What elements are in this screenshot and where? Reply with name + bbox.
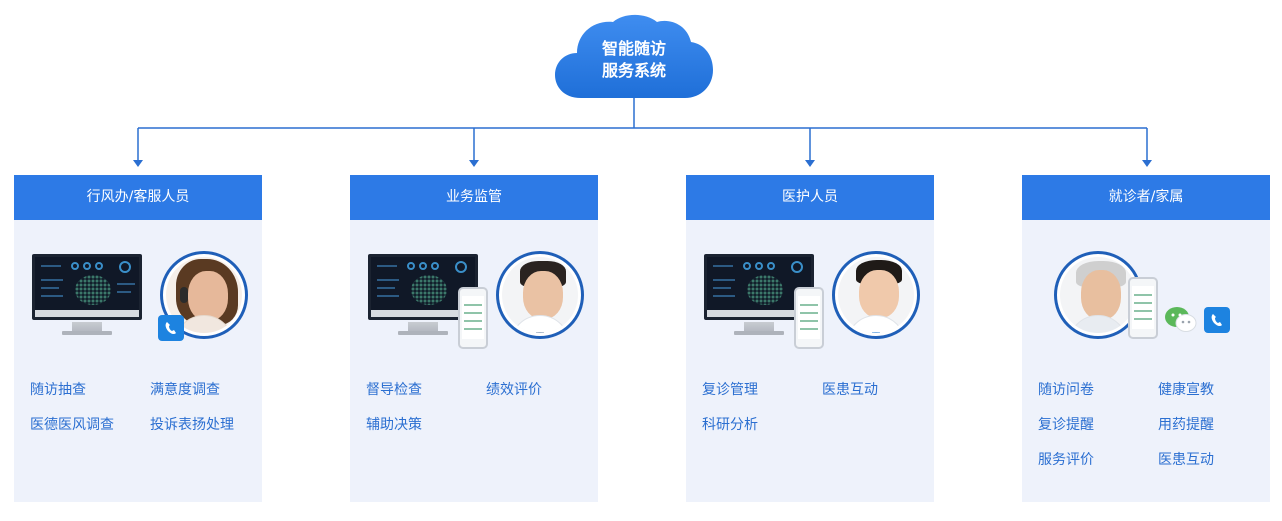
feature-list: 复诊管理 医患互动 科研分析: [702, 380, 934, 435]
feature-link[interactable]: 医德医风调查: [30, 417, 114, 433]
card-title: 行风办/客服人员: [14, 175, 262, 220]
root-cloud-node: 智能随访 服务系统: [553, 12, 715, 102]
feature-link[interactable]: 随访问卷: [1038, 382, 1094, 398]
patient-avatar: [1054, 251, 1142, 339]
wechat-icon: [1164, 305, 1198, 335]
mobile-phone-icon: [1128, 277, 1158, 339]
card-service-staff: 行风办/客服人员: [14, 175, 262, 502]
feature-link[interactable]: 督导检查: [366, 382, 422, 398]
card-illustration: [1022, 247, 1270, 357]
feature-link[interactable]: 随访抽查: [30, 382, 86, 398]
mobile-phone-icon: [794, 287, 824, 349]
phone-call-icon: [1204, 307, 1230, 333]
feature-list: 随访抽查 满意度调查 医德医风调查 投诉表扬处理: [30, 380, 262, 435]
card-illustration: [686, 247, 934, 357]
monitor-icon: [32, 254, 142, 320]
monitor-stand: [408, 322, 438, 332]
doctor-avatar: [832, 251, 920, 339]
monitor-stand: [72, 322, 102, 332]
card-medical-staff: 医护人员 复诊管理 医患互动 科研分析: [686, 175, 934, 502]
feature-link[interactable]: 健康宣教: [1158, 382, 1214, 398]
card-title: 就诊者/家属: [1022, 175, 1270, 220]
card-title: 医护人员: [686, 175, 934, 220]
feature-link[interactable]: 投诉表扬处理: [150, 417, 234, 433]
feature-list: 督导检查 绩效评价 辅助决策: [366, 380, 598, 435]
doctor-avatar: [496, 251, 584, 339]
monitor-base: [62, 331, 112, 335]
monitor-base: [734, 331, 784, 335]
card-illustration: [350, 247, 598, 357]
monitor-base: [398, 331, 448, 335]
feature-link[interactable]: 服务评价: [1038, 452, 1094, 468]
feature-link[interactable]: 绩效评价: [486, 382, 542, 398]
feature-link[interactable]: 医患互动: [822, 382, 878, 398]
card-illustration: [14, 247, 262, 357]
feature-link[interactable]: 辅助决策: [366, 417, 422, 433]
feature-link[interactable]: 复诊管理: [702, 382, 758, 398]
feature-link[interactable]: 满意度调查: [150, 382, 220, 398]
mobile-phone-icon: [458, 287, 488, 349]
feature-list: 随访问卷 健康宣教 复诊提醒 用药提醒 服务评价 医患互动: [1038, 380, 1270, 470]
feature-link[interactable]: 科研分析: [702, 417, 758, 433]
phone-call-icon: [158, 315, 184, 341]
card-title: 业务监管: [350, 175, 598, 220]
feature-link[interactable]: 复诊提醒: [1038, 417, 1094, 433]
feature-link[interactable]: 用药提醒: [1158, 417, 1214, 433]
monitor-stand: [744, 322, 774, 332]
card-business-supervision: 业务监管 督导检查 绩效评价 辅助决策: [350, 175, 598, 502]
root-title-line1: 智能随访: [601, 39, 666, 58]
feature-link[interactable]: 医患互动: [1158, 452, 1214, 468]
root-title-line2: 服务系统: [601, 61, 666, 80]
cloud-icon: [555, 14, 713, 99]
card-patients-family: 就诊者/家属 随访问卷 健康宣教: [1022, 175, 1270, 502]
